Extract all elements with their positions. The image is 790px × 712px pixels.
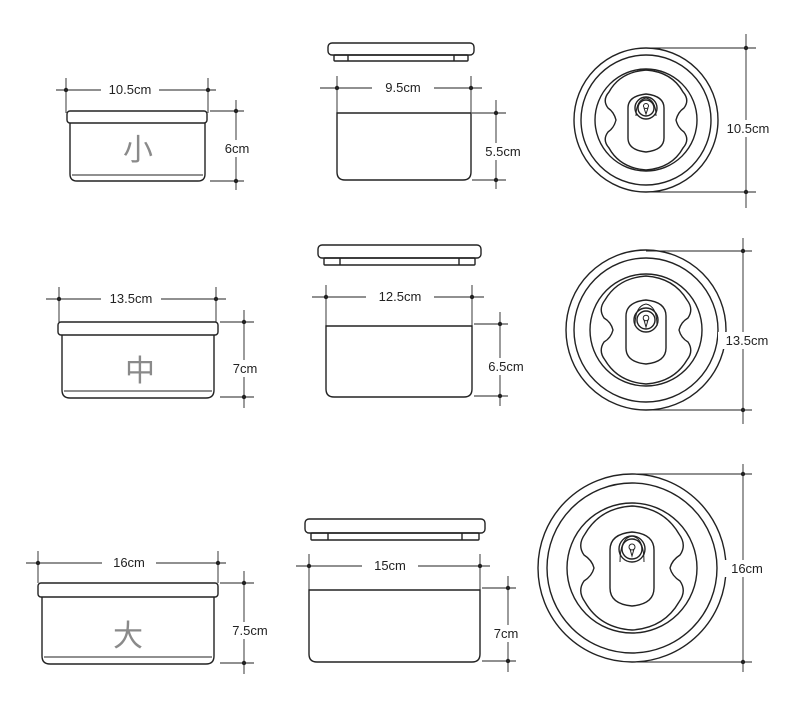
lid-body-view-large: 15cm 7cm xyxy=(296,518,525,672)
top-diameter-label-medium: 13.5cm xyxy=(726,333,769,348)
lid-body-view-medium: 12.5cm 6.5cm xyxy=(312,244,530,406)
size-label-medium: 中 xyxy=(125,354,155,389)
side-view-large: 大 16cm 7.5cm xyxy=(26,551,276,674)
side-view-small: 小 10.5cm 6cm xyxy=(56,78,256,190)
row-small: 小 10.5cm 6cm xyxy=(56,34,776,208)
top-view-small: 10.5cm xyxy=(573,34,776,208)
side-width-label-small: 10.5cm xyxy=(109,82,152,97)
row-medium: 中 13.5cm 7cm xyxy=(46,238,776,424)
side-height-label-small: 6cm xyxy=(225,141,250,156)
size-label-small: 小 xyxy=(123,133,153,168)
size-label-large: 大 xyxy=(113,619,143,654)
side-view-medium: 中 13.5cm 7cm xyxy=(46,287,264,408)
side-width-label-medium: 13.5cm xyxy=(110,291,153,306)
side-height-label-medium: 7cm xyxy=(233,361,258,376)
body-height-label-large: 7cm xyxy=(494,626,519,641)
body-height-label-medium: 6.5cm xyxy=(488,359,523,374)
top-diameter-label-small: 10.5cm xyxy=(727,121,770,136)
top-view-large: 16cm xyxy=(537,464,770,672)
row-large: 大 16cm 7.5cm xyxy=(26,464,770,674)
body-height-label-small: 5.5cm xyxy=(485,144,520,159)
body-width-label-small: 9.5cm xyxy=(385,80,420,95)
top-view-medium: 13.5cm xyxy=(565,238,776,424)
side-height-label-large: 7.5cm xyxy=(232,623,267,638)
top-diameter-label-large: 16cm xyxy=(731,561,763,576)
body-width-label-large: 15cm xyxy=(374,558,406,573)
side-width-label-large: 16cm xyxy=(113,555,145,570)
body-width-label-medium: 12.5cm xyxy=(379,289,422,304)
lid-body-view-small: 9.5cm 5.5cm xyxy=(320,42,527,189)
